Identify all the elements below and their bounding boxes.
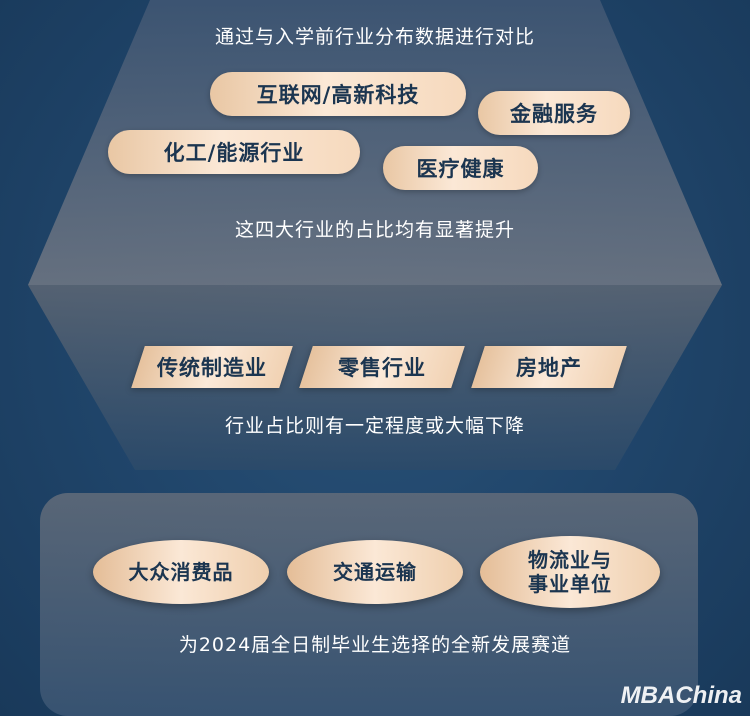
top-summary: 这四大行业的占比均有显著提升 bbox=[234, 219, 515, 241]
tag-internet-tech: 互联网/高新科技 bbox=[210, 72, 466, 116]
tag-real-estate: 房地产 bbox=[471, 346, 627, 388]
tag-retail: 零售行业 bbox=[299, 346, 465, 388]
tag-financial-services: 金融服务 bbox=[478, 91, 630, 135]
tag-healthcare: 医疗健康 bbox=[383, 146, 538, 190]
tag-logistics-institutions: 物流业与 事业单位 bbox=[480, 536, 660, 608]
tag-transportation: 交通运输 bbox=[287, 540, 463, 604]
mbachina-watermark-logo: MBAChina bbox=[620, 682, 742, 709]
tag-traditional-manufacturing: 传统制造业 bbox=[131, 346, 293, 388]
bottom-summary: 为2024届全日制毕业生选择的全新发展赛道 bbox=[178, 634, 572, 656]
tag-chemical-energy: 化工/能源行业 bbox=[108, 130, 360, 174]
top-panel bbox=[28, 0, 722, 285]
middle-summary: 行业占比则有一定程度或大幅下降 bbox=[224, 415, 525, 437]
top-caption: 通过与入学前行业分布数据进行对比 bbox=[214, 26, 535, 48]
tag-consumer-goods: 大众消费品 bbox=[93, 540, 269, 604]
